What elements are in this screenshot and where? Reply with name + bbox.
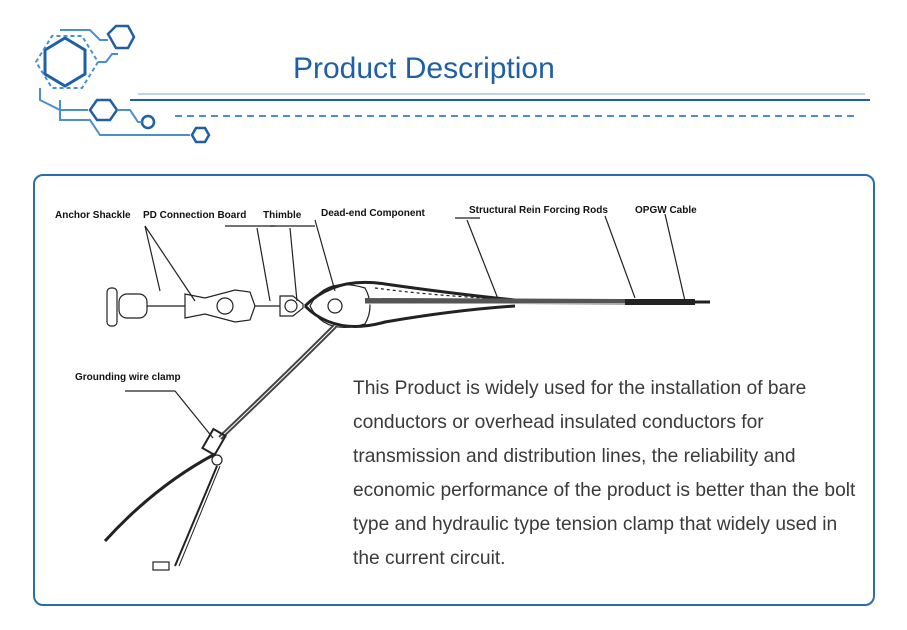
- product-panel: Anchor Shackle PD Connection Board Thimb…: [33, 174, 875, 606]
- section-header: Product Description: [0, 0, 907, 160]
- clamp-diagram: [103, 213, 710, 571]
- label-pd-connection-board: PD Connection Board: [143, 210, 247, 221]
- label-dead-end-component: Dead-end Component: [321, 208, 425, 219]
- page-title: Product Description: [293, 52, 555, 85]
- label-opgw-cable: OPGW Cable: [635, 205, 697, 216]
- product-description: This Product is widely used for the inst…: [353, 378, 856, 569]
- hexagon-circuit-icon: [34, 24, 870, 144]
- label-thimble: Thimble: [263, 210, 302, 221]
- label-grounding-wire-clamp: Grounding wire clamp: [75, 372, 181, 383]
- label-anchor-shackle: Anchor Shackle: [55, 210, 131, 221]
- label-structural-rods: Structural Rein Forcing Rods: [469, 205, 608, 216]
